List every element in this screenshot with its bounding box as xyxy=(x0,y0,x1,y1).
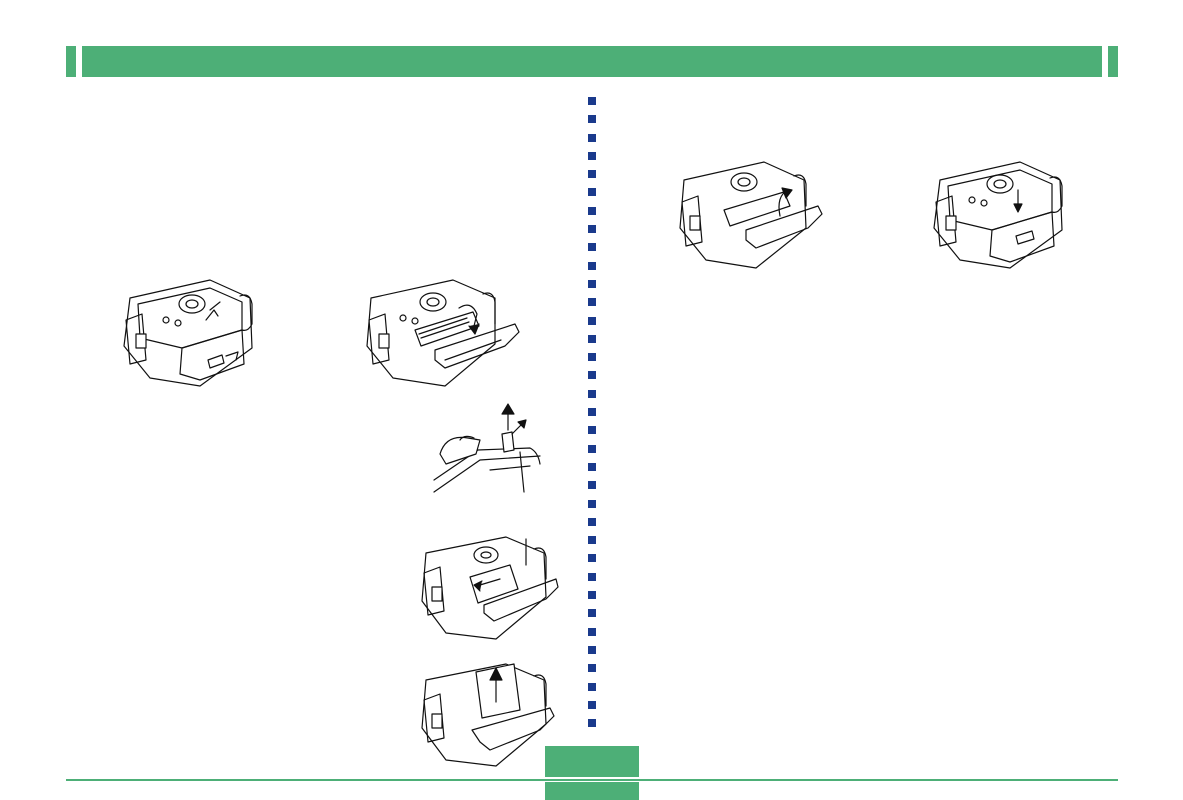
divider-dot xyxy=(588,645,596,654)
divider-dot xyxy=(588,316,596,325)
divider-dot xyxy=(588,444,596,453)
divider-dot xyxy=(588,389,596,398)
divider-dot xyxy=(588,225,596,234)
divider-dot xyxy=(588,279,596,288)
camera-cover-open-illustration xyxy=(355,268,535,393)
header-right-tab xyxy=(1108,46,1118,77)
header-left-tab xyxy=(66,46,76,77)
divider-dot xyxy=(588,243,596,252)
divider-dot xyxy=(588,170,596,179)
divider-dot xyxy=(588,499,596,508)
camera-cover-unlocked-illustration xyxy=(110,268,260,393)
divider-dot xyxy=(588,664,596,673)
divider-dot xyxy=(588,353,596,362)
divider-dot xyxy=(588,462,596,471)
divider-dot xyxy=(588,298,596,307)
divider-dot xyxy=(588,627,596,636)
divider-dot xyxy=(588,426,596,435)
divider-dot xyxy=(588,719,596,728)
divider-dot xyxy=(588,206,596,215)
card-removal-illustration xyxy=(410,652,560,772)
divider-dot xyxy=(588,115,596,124)
divider-dot xyxy=(588,481,596,490)
divider-dot xyxy=(588,188,596,197)
footer-rule xyxy=(66,779,1118,781)
divider-dot xyxy=(588,151,596,160)
divider-dot xyxy=(588,609,596,618)
divider-dot xyxy=(588,554,596,563)
column-divider xyxy=(588,97,596,737)
divider-dot xyxy=(588,572,596,581)
divider-dot xyxy=(588,371,596,380)
divider-dot xyxy=(588,133,596,142)
divider-dot xyxy=(588,536,596,545)
page-number-tab-lower xyxy=(545,782,639,800)
divider-dot xyxy=(588,591,596,600)
divider-dot xyxy=(588,682,596,691)
cover-closed-illustration xyxy=(920,150,1070,275)
divider-dot xyxy=(588,408,596,417)
header-bar xyxy=(82,46,1102,77)
divider-dot xyxy=(588,334,596,343)
battery-latch-release-illustration xyxy=(430,400,550,500)
divider-dot xyxy=(588,700,596,709)
card-insertion-illustration xyxy=(410,525,560,645)
divider-dot xyxy=(588,517,596,526)
divider-dot xyxy=(588,97,596,105)
cover-closing-illustration xyxy=(668,150,838,275)
divider-dot xyxy=(588,261,596,270)
page-number-tab xyxy=(545,746,639,777)
